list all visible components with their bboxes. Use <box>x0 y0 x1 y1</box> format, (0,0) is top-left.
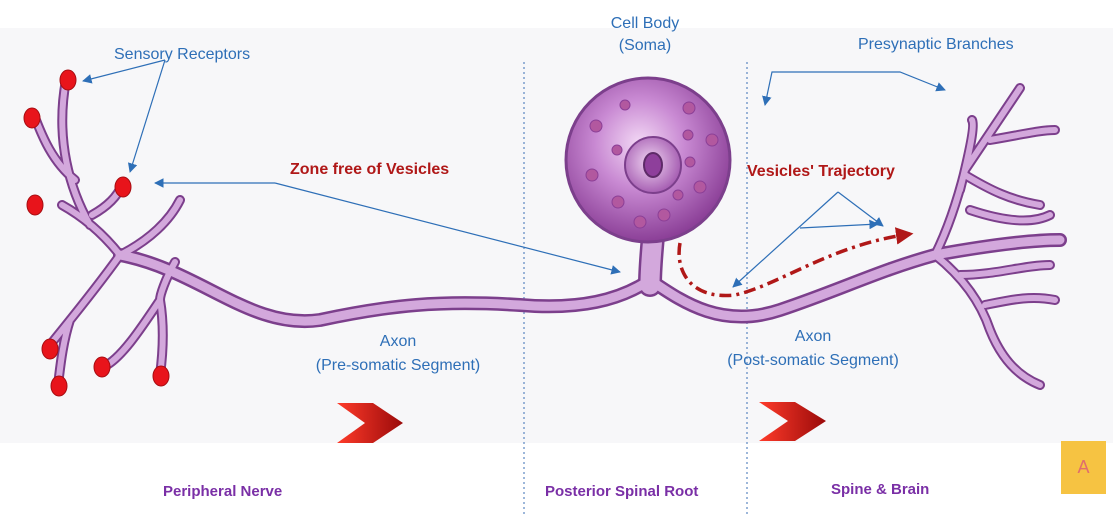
label-presynaptic-branches: Presynaptic Branches <box>858 36 1014 54</box>
label-zone-free-of-vesicles: Zone free of Vesicles <box>290 161 449 179</box>
panel-badge-letter: A <box>1077 457 1089 478</box>
label-axon-pre-line2: (Pre-somatic Segment) <box>283 357 513 375</box>
label-axon-post-line2: (Post-somatic Segment) <box>698 352 928 370</box>
region-peripheral-nerve: Peripheral Nerve <box>163 483 282 500</box>
soma-nucleolus <box>644 153 662 177</box>
region-posterior-spinal-root: Posterior Spinal Root <box>545 483 698 500</box>
label-axon-pre-somatic: Axon (Pre-somatic Segment) <box>283 333 513 375</box>
label-cell-body-line2: (Soma) <box>595 37 695 55</box>
label-axon-post-line1: Axon <box>698 328 928 346</box>
label-vesicles-trajectory: Vesicles' Trajectory <box>747 163 895 181</box>
label-cell-body-line1: Cell Body <box>595 15 695 33</box>
label-cell-body: Cell Body (Soma) <box>595 15 695 55</box>
panel-badge: A <box>1061 441 1106 494</box>
label-axon-pre-line1: Axon <box>283 333 513 351</box>
label-sensory-receptors: Sensory Receptors <box>114 46 250 64</box>
label-axon-post-somatic: Axon (Post-somatic Segment) <box>698 328 928 370</box>
region-spine-brain: Spine & Brain <box>831 481 929 498</box>
